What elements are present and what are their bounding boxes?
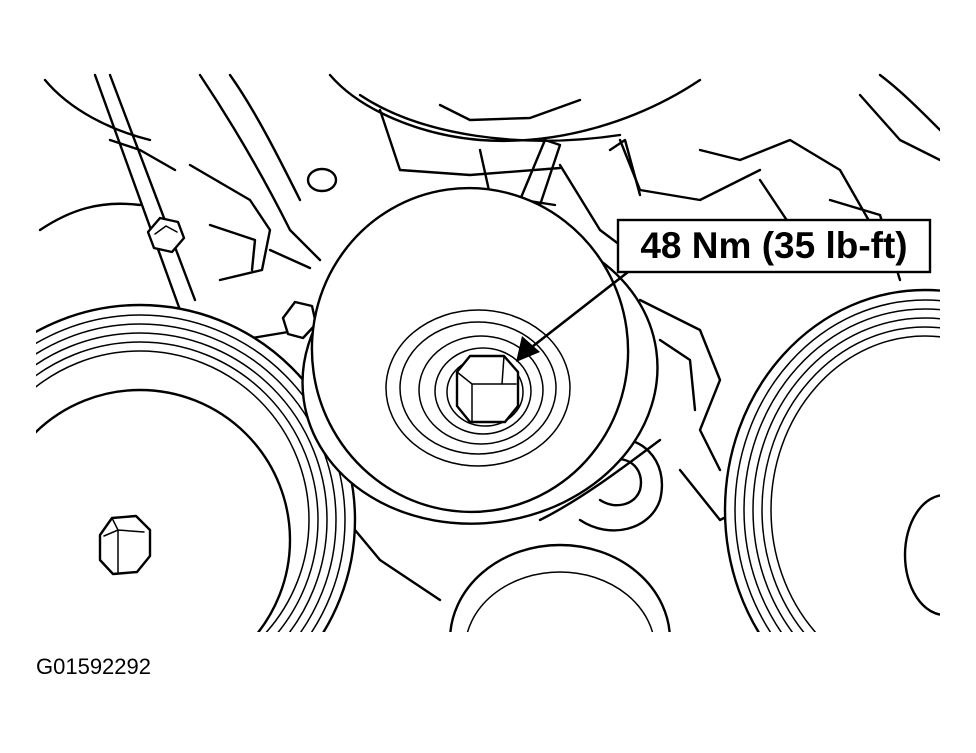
- arrowhead-icon: [516, 336, 540, 362]
- engine-front-illustration: [36, 73, 940, 632]
- torque-label: 48 Nm (35 lb-ft): [640, 225, 907, 266]
- right-pulley: [723, 288, 940, 632]
- torque-callout-box: [616, 218, 932, 274]
- crankshaft-pulley: [36, 303, 357, 632]
- lower-pulley: [449, 543, 671, 632]
- idler-pulley-bolt: [455, 354, 520, 424]
- figure-id: G01592292: [36, 654, 151, 679]
- torque-leader-line: [527, 270, 629, 352]
- torque-callout: 48 Nm (35 lb-ft): [516, 218, 932, 362]
